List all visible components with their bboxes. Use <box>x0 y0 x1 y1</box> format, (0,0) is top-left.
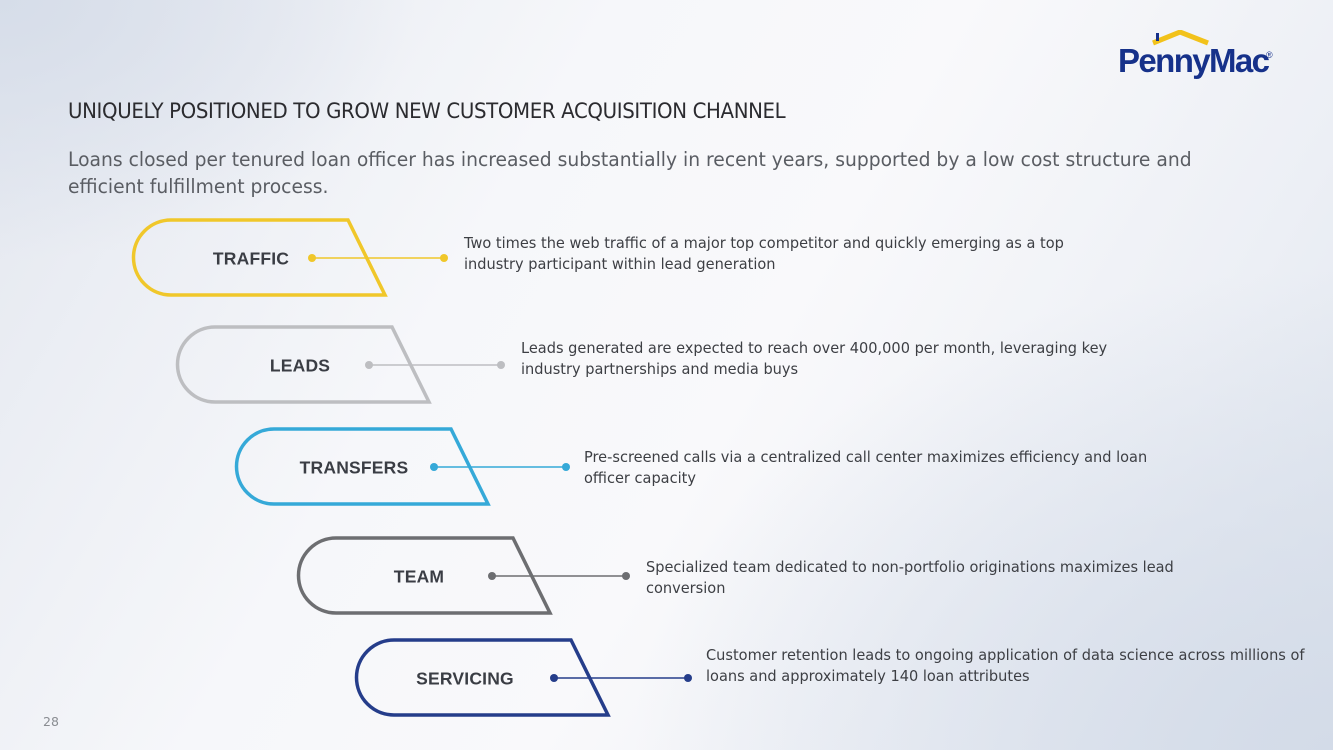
connector-start-dot <box>365 361 373 369</box>
step-label: LEADS <box>269 355 331 376</box>
step-description: Two times the web traffic of a major top… <box>464 234 1064 273</box>
step-label: TRANSFERS <box>299 457 409 478</box>
step-shape <box>131 218 448 297</box>
connector-start-dot <box>488 572 496 580</box>
connector-start-dot <box>308 254 316 262</box>
step-outline <box>131 218 388 297</box>
channel-step-servicing: SERVICING Customer retention leads to on… <box>0 638 1333 719</box>
page-number: 28 <box>43 714 59 729</box>
slide-subtitle: Loans closed per tenured loan officer ha… <box>68 148 1192 198</box>
step-shape <box>234 427 570 506</box>
connector-end-dot <box>622 572 630 580</box>
channel-step-traffic: TRAFFIC Two times the web traffic of a m… <box>0 218 1333 299</box>
step-outline <box>296 536 553 615</box>
pennymac-logo: PennyMac ® <box>1118 30 1278 82</box>
step-description: Leads generated are expected to reach ov… <box>521 339 1108 378</box>
channel-step-leads: LEADS Leads generated are expected to re… <box>0 325 1333 406</box>
house-roof-icon <box>1152 30 1209 46</box>
registered-mark: ® <box>1266 50 1273 60</box>
connector-end-dot <box>497 361 505 369</box>
logo-wordmark: PennyMac <box>1118 42 1270 79</box>
connector-start-dot <box>550 674 558 682</box>
step-outline <box>234 427 491 506</box>
step-outline <box>175 325 432 404</box>
step-shape <box>175 325 505 404</box>
step-outline <box>354 638 611 717</box>
step-label: TEAM <box>393 566 445 587</box>
step-description: Customer retention leads to ongoing appl… <box>706 646 1305 685</box>
connector-start-dot <box>430 463 438 471</box>
connector-end-dot <box>440 254 448 262</box>
step-shape <box>296 536 630 615</box>
channel-step-team: TEAM Specialized team dedicated to non-p… <box>0 536 1333 617</box>
step-description: Specialized team dedicated to non-portfo… <box>646 558 1174 597</box>
slide-title: UNIQUELY POSITIONED TO GROW NEW CUSTOMER… <box>68 99 786 124</box>
connector-end-dot <box>684 674 692 682</box>
step-description: Pre-screened calls via a centralized cal… <box>584 448 1148 487</box>
step-label: TRAFFIC <box>212 248 290 269</box>
step-shape <box>354 638 692 717</box>
connector-end-dot <box>562 463 570 471</box>
channel-step-transfers: TRANSFERS Pre-screened calls via a centr… <box>0 427 1333 508</box>
step-label: SERVICING <box>416 668 514 689</box>
